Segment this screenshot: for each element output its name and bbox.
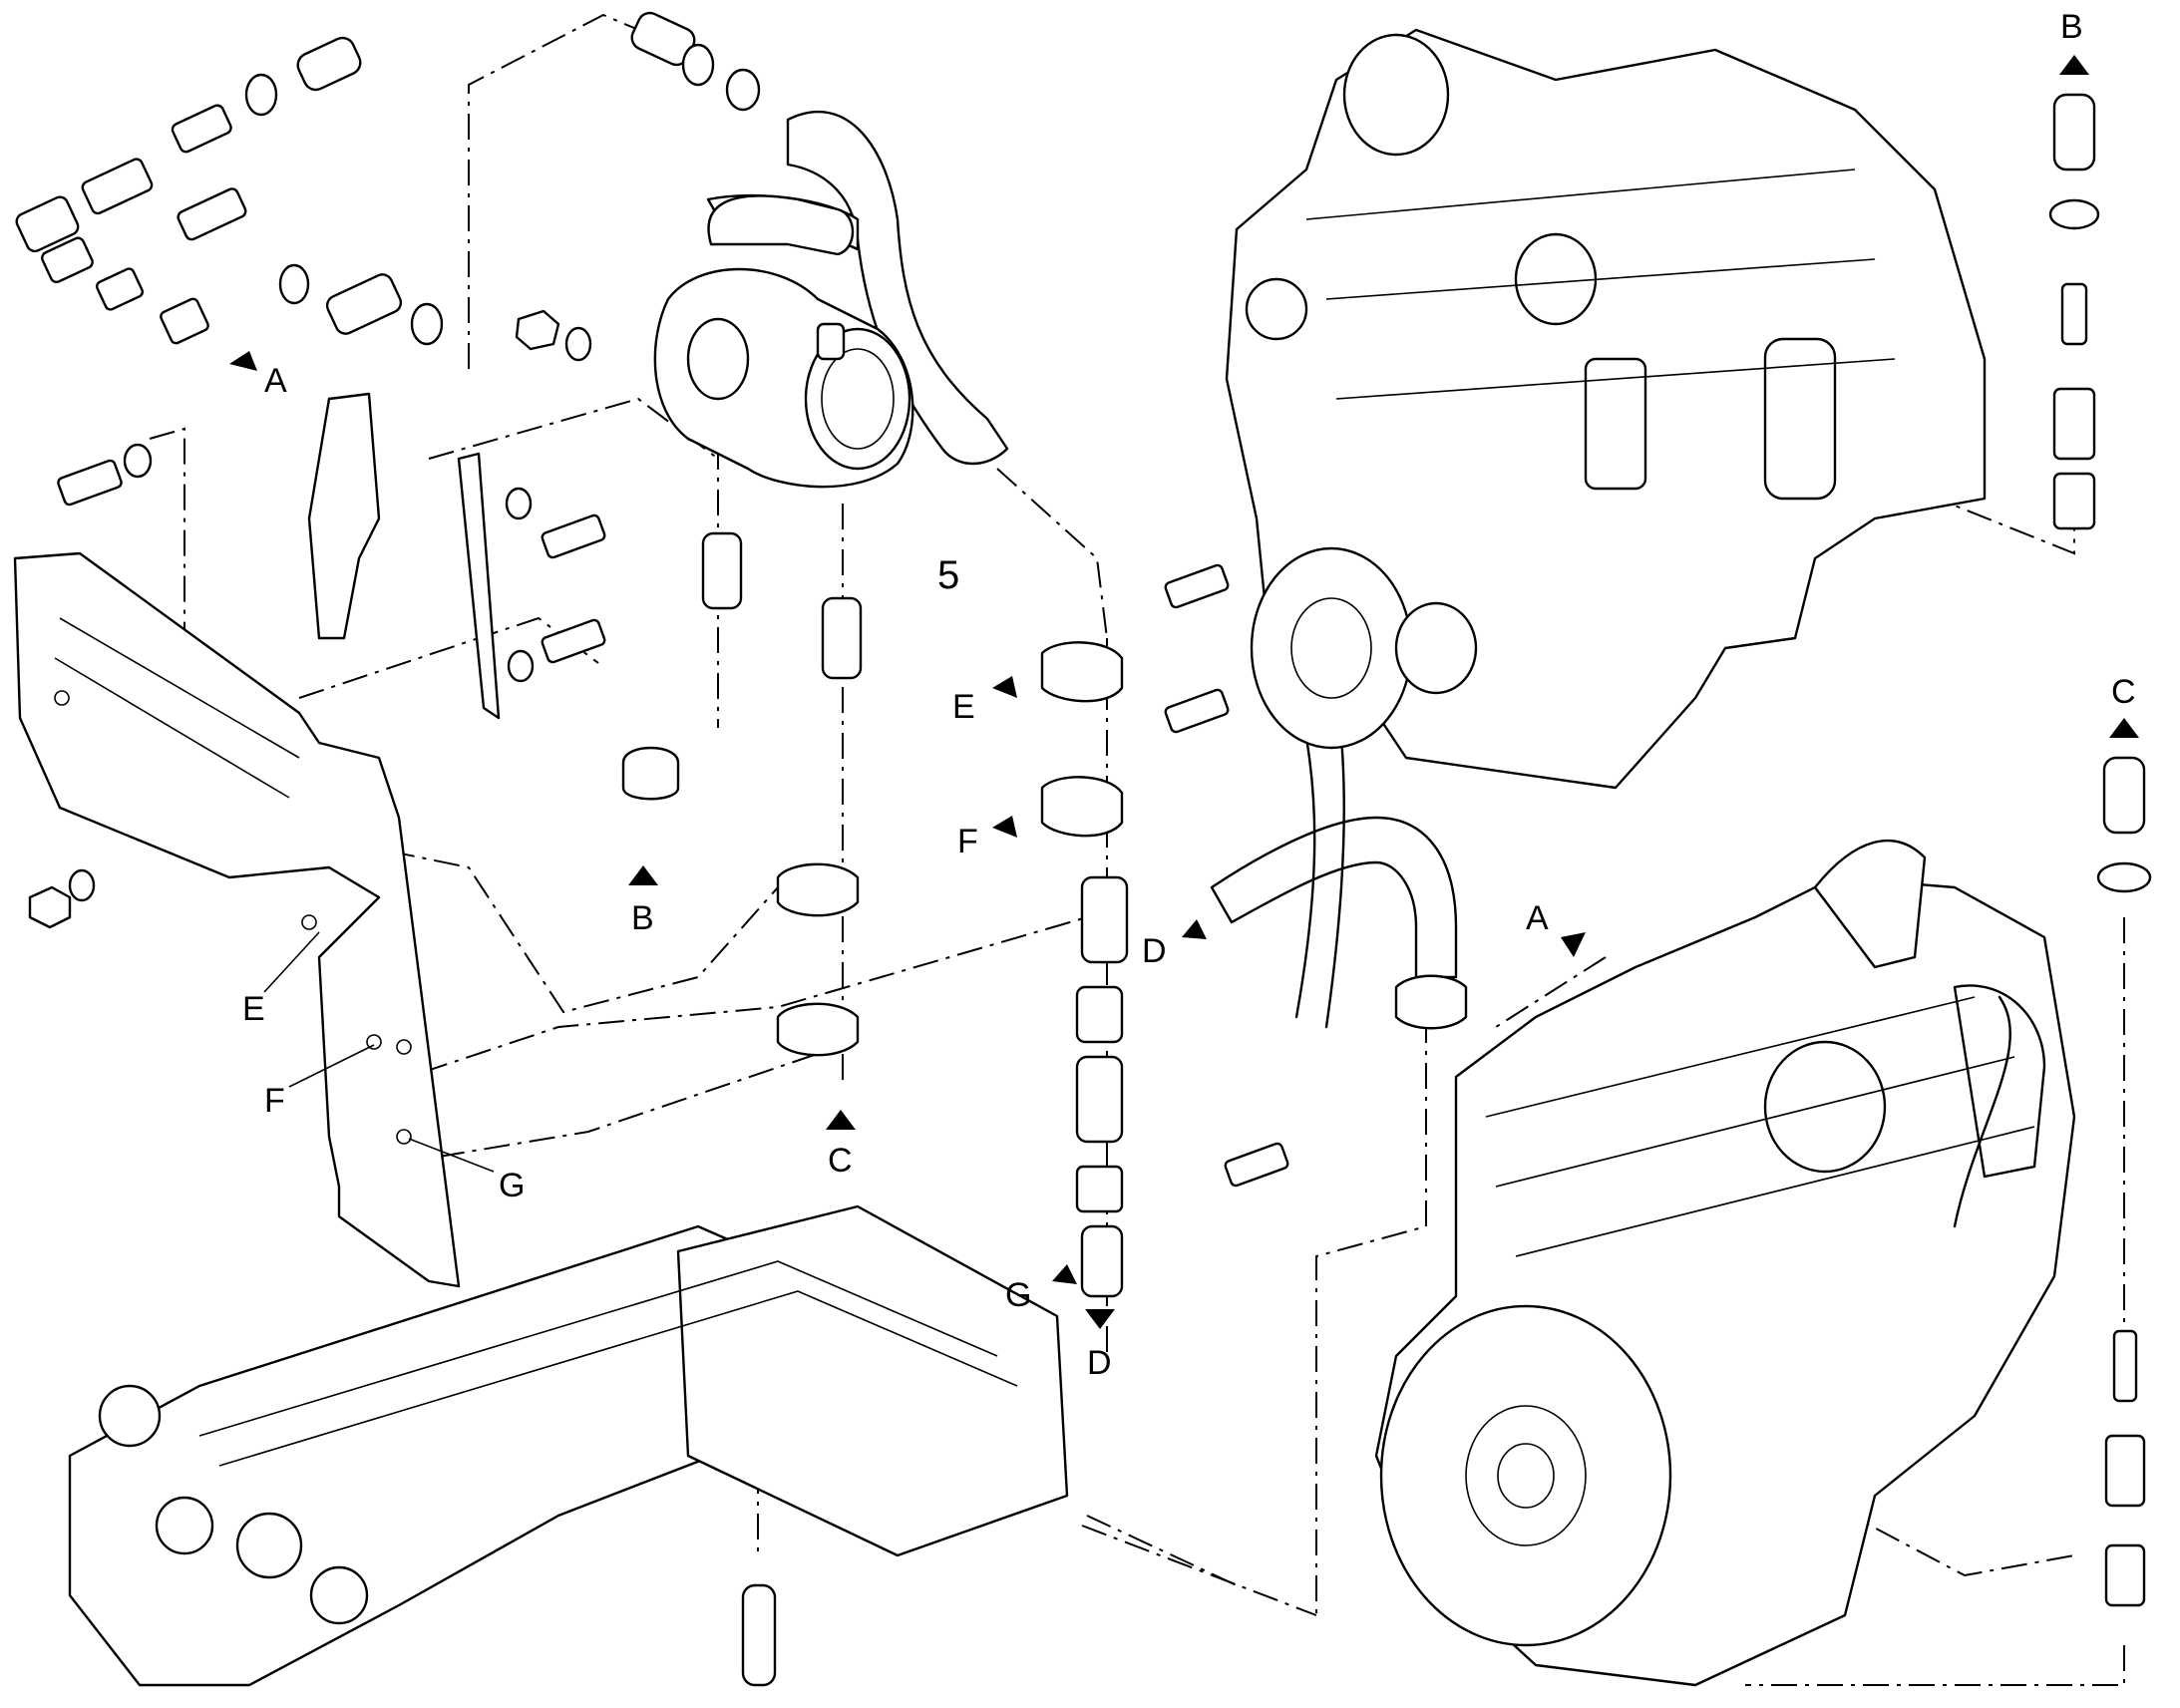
fitting-stack-c [2096, 756, 2152, 1607]
bracket-left [57, 392, 606, 720]
callout-e: E [242, 990, 265, 1028]
chassis-frame [68, 1204, 1069, 1687]
callout-d: D [1142, 932, 1167, 970]
arrow-icon [2059, 55, 2089, 75]
arrow-icon [826, 1110, 856, 1130]
arrow-icon [1085, 1309, 1115, 1329]
callout-a: A [1526, 899, 1549, 937]
callout-f: F [957, 823, 978, 860]
callout-g: G [1005, 1276, 1031, 1314]
hose-d [1210, 736, 1468, 1030]
arrow-icon [992, 676, 1017, 698]
engine-upper [1225, 28, 1987, 790]
mounting-plate [13, 551, 461, 1288]
callout-b: B [2060, 8, 2083, 46]
center-clamps [621, 531, 1289, 1298]
fitting-stack-b [2048, 93, 2100, 530]
arrow-icon [1052, 1264, 1077, 1284]
figure-number: 5 [937, 553, 959, 597]
pump-assembly [653, 194, 914, 489]
fittings-group-a [15, 36, 444, 346]
arrow-icon [1182, 919, 1207, 939]
arrow-icon [1561, 932, 1586, 957]
arrow-icon [2109, 718, 2139, 738]
nut-washer-top [515, 309, 592, 362]
arrow-icon [992, 816, 1017, 838]
callout-c: C [2111, 673, 2136, 711]
engine-lower [1374, 839, 2076, 1687]
callout-g: G [499, 1167, 525, 1204]
callout-labels: 5 A A B B C C D D E E F F G G [242, 8, 2136, 1382]
callout-b: B [631, 899, 654, 937]
callout-e: E [952, 688, 975, 726]
callout-leaders [263, 931, 495, 1173]
callout-f: F [264, 1082, 285, 1120]
callout-d: D [1087, 1344, 1112, 1382]
arrow-icon [229, 351, 257, 371]
direction-arrows [229, 55, 2139, 1329]
callout-c: C [828, 1142, 853, 1180]
arrow-icon [628, 865, 658, 885]
callout-a: A [264, 362, 287, 400]
